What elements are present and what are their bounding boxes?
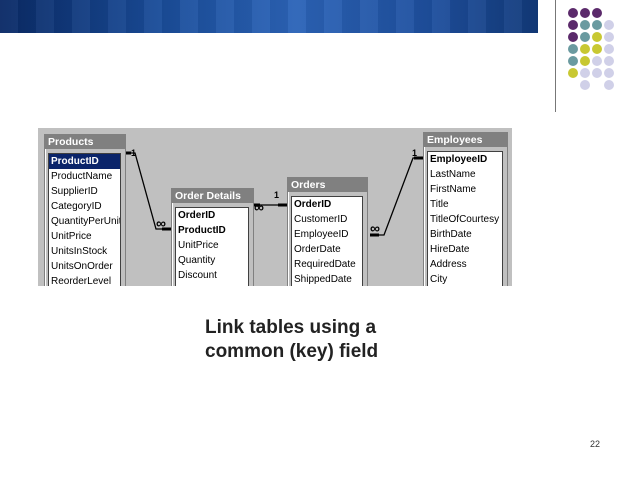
decoration-dot — [568, 56, 578, 66]
decoration-dot — [604, 68, 614, 78]
field-unitprice[interactable]: UnitPrice — [178, 240, 219, 251]
field-orderid[interactable]: OrderID — [178, 210, 216, 221]
field-hiredate[interactable]: HireDate — [430, 244, 470, 255]
field-reorderlevel[interactable]: ReorderLevel — [51, 276, 112, 286]
decoration-dot — [580, 8, 590, 18]
decoration-dot — [580, 32, 590, 42]
decoration-dot — [592, 44, 602, 54]
decoration-dot — [592, 56, 602, 66]
order-details-table-title[interactable]: Order Details — [172, 189, 253, 203]
many-label-order-details: ∞ — [156, 215, 166, 231]
slide-caption: Link tables using a common (key) field — [205, 316, 378, 364]
caption-line-1: Link tables using a — [205, 317, 377, 338]
decoration-dot — [592, 8, 602, 18]
field-orderid[interactable]: OrderID — [294, 199, 332, 210]
products-table-title[interactable]: Products — [45, 135, 125, 149]
decoration-dot — [604, 32, 614, 42]
field-city[interactable]: City — [430, 274, 448, 285]
field-productname[interactable]: ProductName — [51, 171, 113, 182]
divider-line — [555, 0, 556, 112]
orders-table[interactable]: Orders OrderID CustomerID EmployeeID OrderD… — [287, 177, 368, 286]
decoration-dot — [604, 80, 614, 90]
field-discount[interactable]: Discount — [178, 270, 217, 281]
employees-table-title[interactable]: Employees — [424, 133, 507, 147]
field-orderdate[interactable]: OrderDate — [294, 244, 341, 255]
decoration-dot — [580, 20, 590, 30]
decoration-dot — [592, 20, 602, 30]
decoration-dot — [580, 68, 590, 78]
field-quantity[interactable]: Quantity — [178, 255, 216, 266]
field-categoryid[interactable]: CategoryID — [51, 201, 102, 212]
field-productid[interactable]: ProductID — [49, 154, 120, 169]
field-shippeddate[interactable]: ShippedDate — [294, 274, 352, 285]
decoration-dot — [592, 68, 602, 78]
decoration-dot — [580, 80, 590, 90]
field-productid[interactable]: ProductID — [178, 225, 226, 236]
decoration-dot — [604, 44, 614, 54]
relationships-diagram: 1 ∞ ∞ 1 ∞ 1 Products ProductID ProductNam… — [38, 128, 512, 286]
field-customerid[interactable]: CustomerID — [294, 214, 348, 225]
field-quantityperunit[interactable]: QuantityPerUnit — [51, 216, 120, 227]
orders-table-title[interactable]: Orders — [288, 178, 367, 192]
field-unitprice[interactable]: UnitPrice — [51, 231, 92, 242]
many-label-orders: ∞ — [370, 220, 380, 236]
dot-grid-decoration — [568, 8, 638, 104]
one-label-employees: 1 — [412, 148, 418, 158]
decoration-dot — [604, 56, 614, 66]
many-label-order-details-orders: ∞ — [254, 199, 264, 215]
field-unitsonorder[interactable]: UnitsOnOrder — [51, 261, 113, 272]
field-birthdate[interactable]: BirthDate — [430, 229, 472, 240]
field-supplierid[interactable]: SupplierID — [51, 186, 98, 197]
field-employeeid[interactable]: EmployeeID — [430, 154, 488, 165]
header-banner — [0, 0, 538, 33]
field-lastname[interactable]: LastName — [430, 169, 476, 180]
decoration-dot — [568, 32, 578, 42]
field-unitsinstock[interactable]: UnitsInStock — [51, 246, 108, 257]
decoration-dot — [568, 44, 578, 54]
decoration-dot — [580, 44, 590, 54]
one-label-products: 1 — [131, 148, 137, 158]
field-requireddate[interactable]: RequiredDate — [294, 259, 356, 270]
field-titleofcourtesy[interactable]: TitleOfCourtesy — [430, 214, 500, 225]
field-employeeid[interactable]: EmployeeID — [294, 229, 349, 240]
page-number: 22 — [590, 439, 601, 449]
field-firstname[interactable]: FirstName — [430, 184, 477, 195]
decoration-dot — [568, 68, 578, 78]
field-address[interactable]: Address — [430, 259, 467, 270]
caption-line-2: common (key) field — [205, 341, 379, 362]
decoration-dot — [568, 8, 578, 18]
one-label-orders: 1 — [274, 190, 280, 200]
decoration-dot — [568, 20, 578, 30]
decoration-dot — [604, 20, 614, 30]
field-title[interactable]: Title — [430, 199, 449, 210]
decoration-dot — [580, 56, 590, 66]
decoration-dot — [592, 32, 602, 42]
